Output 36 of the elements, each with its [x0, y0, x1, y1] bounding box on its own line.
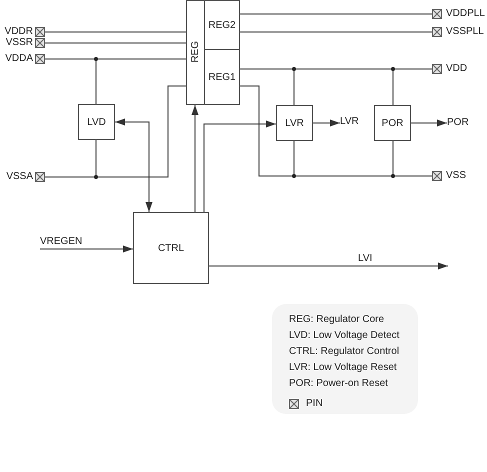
- wire: [44, 42, 186, 44]
- block-label: REG: [190, 41, 202, 63]
- pin-label: VDDA: [5, 53, 33, 65]
- function-block: CTRL: [133, 212, 209, 284]
- legend-text: LVD: Low Voltage Detect: [289, 330, 400, 342]
- legend-text: LVR: Low Voltage Reset: [289, 362, 397, 374]
- function-block: LVR: [276, 105, 313, 141]
- function-block: [186, 0, 240, 105]
- arrow: [204, 120, 276, 212]
- pin-label: VDDR: [4, 26, 33, 38]
- function-block: LVD: [78, 104, 115, 140]
- pin-label: VDDPLL: [446, 8, 485, 20]
- pin-label: VSSA: [6, 171, 33, 183]
- wire: [44, 140, 96, 178]
- pin-label: VSSR: [6, 37, 33, 49]
- legend-text: PIN: [306, 398, 323, 410]
- edge-label: VREGEN: [40, 236, 82, 248]
- arrow: [114, 118, 152, 212]
- arrow: [410, 120, 448, 126]
- pin-label: VSS: [446, 170, 466, 182]
- arrow: [208, 262, 448, 270]
- legend-text: CTRL: Regulator Control: [289, 346, 400, 358]
- wire: [392, 140, 432, 176]
- legend-text: REG: Regulator Core: [289, 314, 384, 326]
- legend-text: POR: Power-on Reset: [289, 378, 388, 390]
- function-block: POR: [374, 105, 411, 141]
- pin-label: VSSPLL: [446, 26, 484, 38]
- signal-label: LVR: [340, 116, 359, 128]
- signal-label: POR: [447, 117, 469, 129]
- wire: [392, 68, 432, 106]
- arrow: [192, 104, 198, 212]
- edge-label: LVI: [358, 253, 372, 265]
- wire: [44, 58, 96, 104]
- pin-label: VDD: [446, 63, 468, 75]
- arrow: [40, 246, 134, 252]
- arrow: [312, 120, 340, 126]
